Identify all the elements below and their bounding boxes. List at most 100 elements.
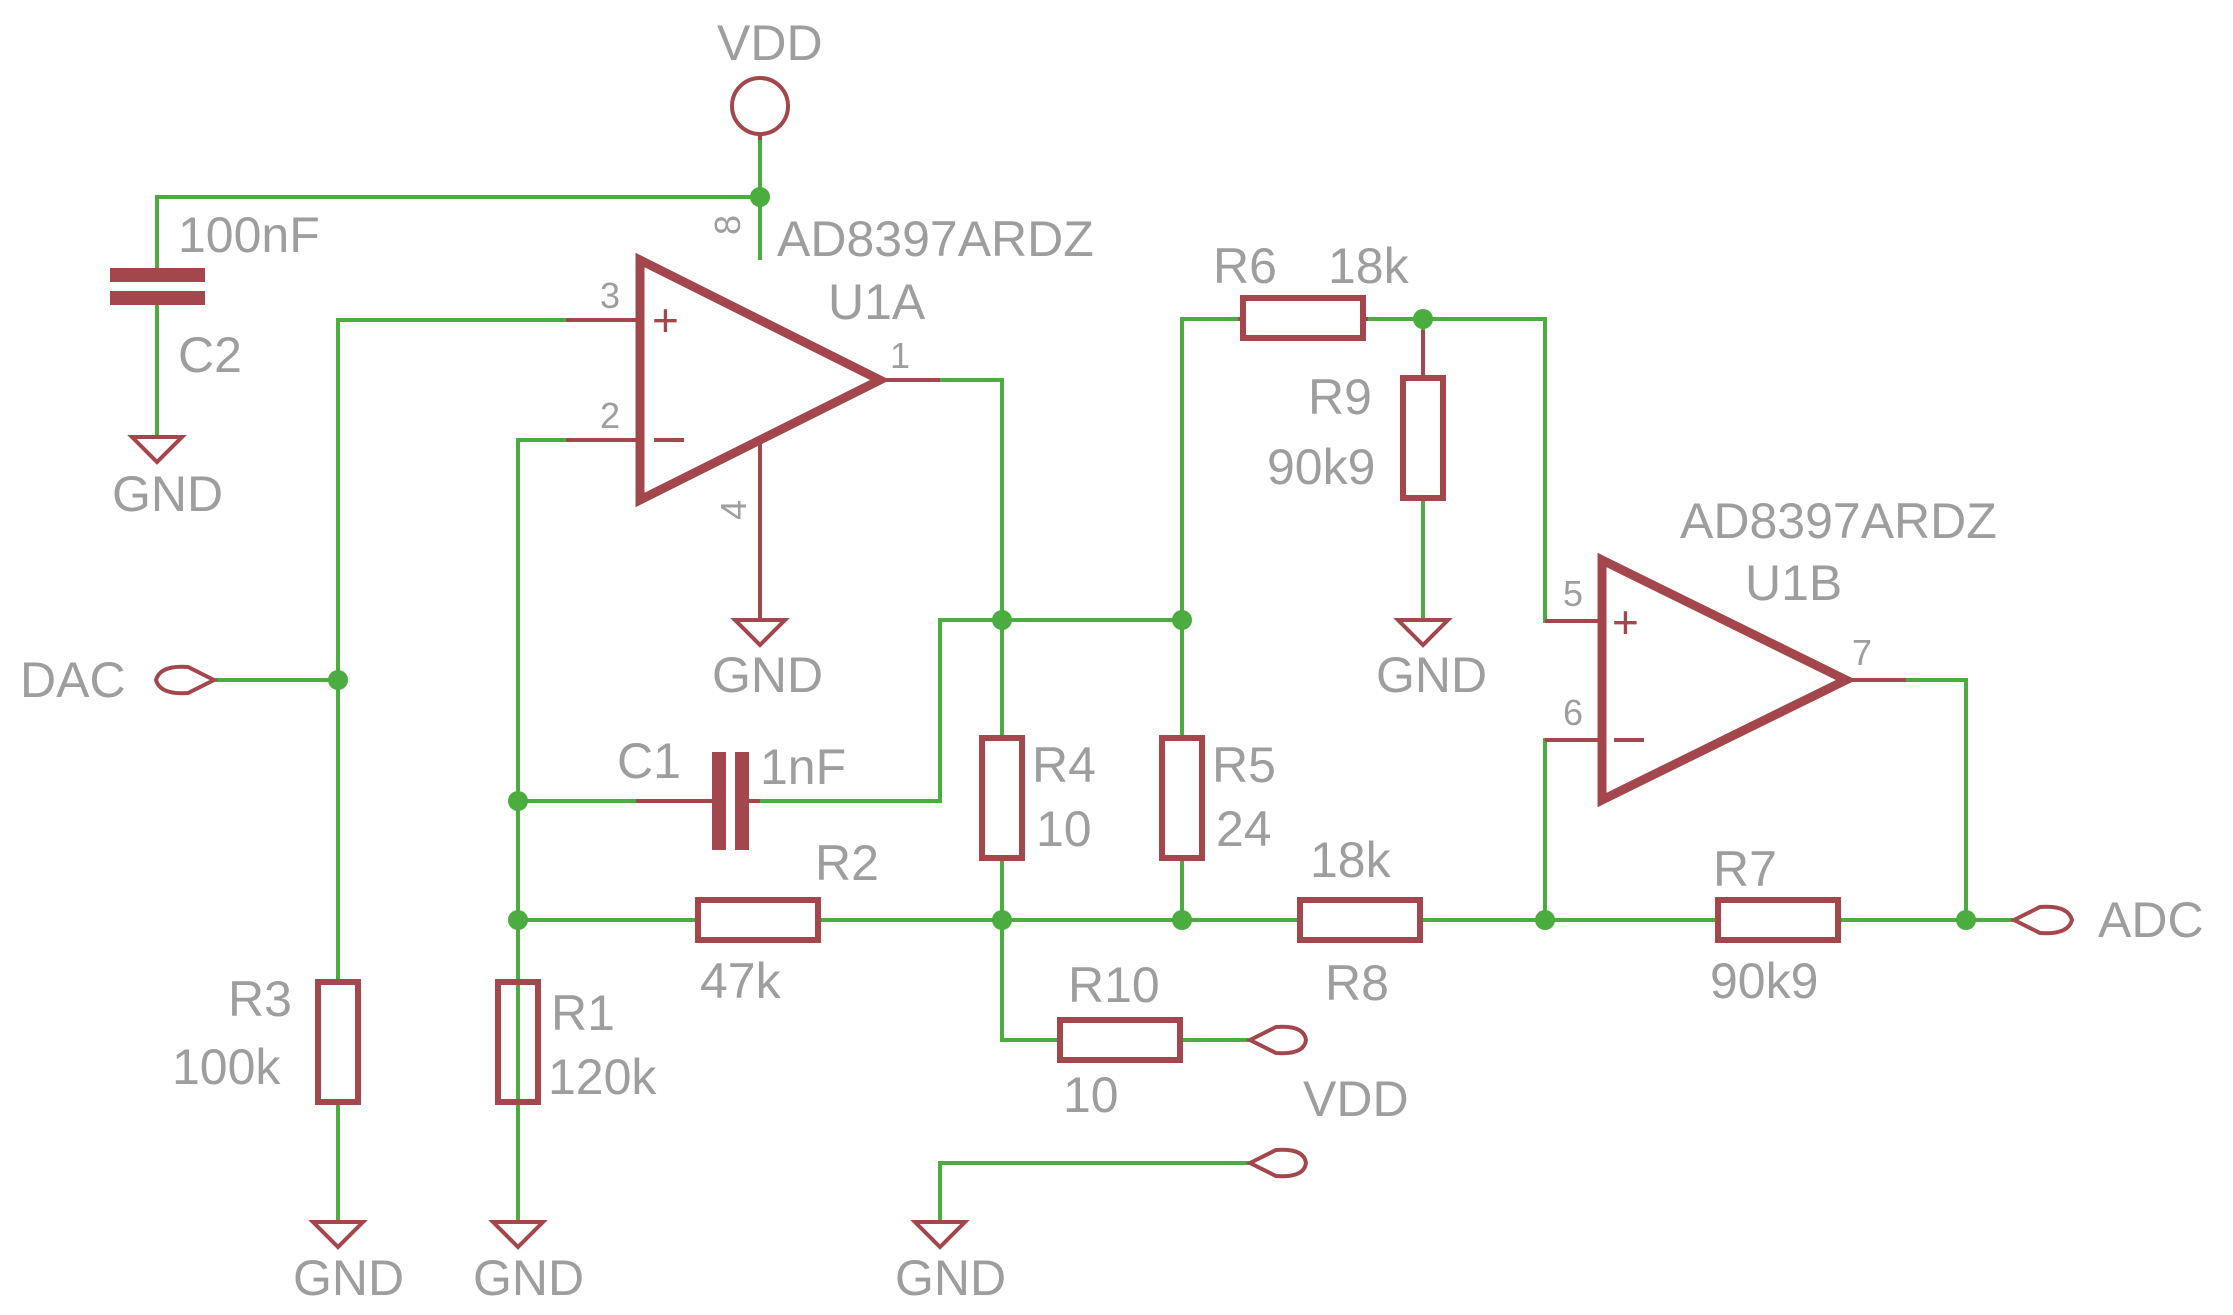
wire-u1a-plus bbox=[336, 318, 568, 982]
r3-body bbox=[315, 979, 361, 1105]
r7-body bbox=[1715, 897, 1841, 943]
ground-icon bbox=[308, 1220, 368, 1250]
resistor-r6: R6 18k bbox=[1213, 238, 1410, 341]
u1b-plus-sign: + bbox=[1612, 596, 1639, 648]
vdd-bottom-label: VDD bbox=[1303, 1071, 1409, 1127]
port-r10 bbox=[1245, 1024, 1309, 1056]
resistor-r3: R3 100k bbox=[172, 918, 361, 1105]
port-dac: DAC bbox=[20, 652, 219, 708]
r10-value: 10 bbox=[1063, 1067, 1119, 1123]
wire-u1b-minus bbox=[1543, 738, 1604, 922]
r6-reference: R6 bbox=[1213, 238, 1277, 294]
u1a-reference: U1A bbox=[828, 274, 926, 330]
port-flag-icon bbox=[1245, 1147, 1309, 1179]
junction-dot bbox=[992, 910, 1012, 930]
gnd-u1a: GND bbox=[712, 618, 823, 703]
gnd-r9-label: GND bbox=[1376, 647, 1487, 703]
r8-reference: R8 bbox=[1325, 955, 1389, 1011]
resistor-r7: R7 90k9 bbox=[1658, 841, 1841, 1009]
opamp-u1b-body bbox=[1597, 552, 1857, 808]
resistor-r10: R10 10 bbox=[1057, 957, 1183, 1123]
junction-dot bbox=[508, 791, 528, 811]
c1-reference: C1 bbox=[617, 733, 681, 789]
c2-reference: C2 bbox=[178, 327, 242, 383]
gnd-r1-label: GND bbox=[473, 1250, 584, 1306]
u1b-pin-out-number: 7 bbox=[1852, 632, 1872, 673]
u1b-pin-plus-number: 5 bbox=[1563, 573, 1583, 614]
junction-dot bbox=[750, 187, 770, 207]
vdd-top-symbol: VDD bbox=[717, 15, 823, 140]
port-flag-icon bbox=[153, 664, 219, 696]
junction-dot bbox=[328, 670, 348, 690]
u1b-reference: U1B bbox=[1745, 555, 1842, 611]
wire-vdd2-gnd bbox=[938, 1161, 1252, 1224]
port-dac-label: DAC bbox=[20, 652, 126, 708]
ground-icon bbox=[1393, 618, 1453, 648]
u1a-pin-vneg-number: 4 bbox=[713, 500, 754, 520]
junctions bbox=[328, 187, 1976, 930]
resistor-r9: R9 90k9 bbox=[1267, 330, 1446, 501]
junction-dot bbox=[1172, 610, 1192, 630]
u1a-part-number: AD8397ARDZ bbox=[777, 211, 1094, 267]
ground-icon bbox=[730, 618, 790, 648]
r10-body bbox=[1057, 1017, 1183, 1063]
r1-value: 120k bbox=[548, 1049, 657, 1105]
port-adc: ADC bbox=[2009, 892, 2204, 948]
wire-vdd-c2 bbox=[155, 135, 762, 270]
opamp-u1a: + 3 2 1 8 4 AD8397ARDZ U1A bbox=[566, 211, 1094, 620]
resistor-r4: R4 10 bbox=[979, 735, 1096, 861]
wire-c1-right bbox=[738, 618, 1004, 803]
c1-value: 1nF bbox=[760, 739, 846, 795]
resistor-r1: R1 120k bbox=[495, 918, 657, 1105]
wire-r6-left bbox=[1180, 317, 1240, 622]
gnd-r3-label: GND bbox=[293, 1250, 404, 1306]
r9-reference: R9 bbox=[1308, 369, 1372, 425]
r1-body bbox=[495, 979, 541, 1105]
wire-r10-left bbox=[1000, 918, 1062, 1042]
wire-u1b-out bbox=[1904, 678, 1968, 922]
gnd-vdd2: GND bbox=[895, 1220, 1006, 1306]
c2-value: 100nF bbox=[178, 207, 320, 263]
r6-value: 18k bbox=[1328, 238, 1410, 294]
port-vdd-bottom: VDD bbox=[1245, 1071, 1409, 1179]
r2-body bbox=[695, 897, 821, 943]
r2-reference: R2 bbox=[815, 835, 879, 891]
u1b-part-number: AD8397ARDZ bbox=[1680, 493, 1997, 549]
gnd-c2-label: GND bbox=[112, 466, 223, 522]
r8-value: 18k bbox=[1310, 832, 1392, 888]
u1a-pin-out-number: 1 bbox=[890, 335, 910, 376]
r5-value: 24 bbox=[1216, 801, 1272, 857]
vdd-top-label: VDD bbox=[717, 15, 823, 71]
junction-dot bbox=[1956, 910, 1976, 930]
r9-value: 90k9 bbox=[1267, 439, 1375, 495]
gnd-vdd2-label: GND bbox=[895, 1250, 1006, 1306]
ground-icon bbox=[488, 1220, 548, 1250]
opamp-u1b: + 5 6 7 AD8397ARDZ U1B bbox=[1545, 493, 1997, 808]
port-flag-icon bbox=[2009, 904, 2075, 936]
gnd-c2: GND bbox=[112, 435, 223, 522]
vdd-circle-icon bbox=[730, 76, 790, 136]
ground-icon bbox=[910, 1220, 970, 1250]
port-adc-label: ADC bbox=[2098, 892, 2204, 948]
gnd-u1a-label: GND bbox=[712, 647, 823, 703]
port-flag-icon bbox=[1245, 1024, 1309, 1056]
r5-body bbox=[1159, 735, 1205, 861]
ground-icon bbox=[127, 435, 187, 465]
u1a-pin-plus-number: 3 bbox=[600, 275, 620, 316]
capacitor-c1: C1 1nF bbox=[617, 733, 846, 850]
r10-reference: R10 bbox=[1068, 957, 1160, 1013]
wire-u1a-out bbox=[938, 378, 1004, 622]
junction-dot bbox=[1535, 910, 1555, 930]
r7-value: 90k9 bbox=[1710, 953, 1818, 1009]
gnd-r1: GND bbox=[473, 1220, 584, 1306]
r3-reference: R3 bbox=[228, 971, 292, 1027]
r5-reference: R5 bbox=[1212, 737, 1276, 793]
r9-body bbox=[1400, 375, 1446, 501]
gnd-r3: GND bbox=[293, 1220, 404, 1306]
junction-dot bbox=[992, 610, 1012, 630]
resistor-r5: R5 24 bbox=[1159, 735, 1276, 861]
resistor-r8: 18k R8 bbox=[1238, 832, 1423, 1011]
u1a-pin-minus-number: 2 bbox=[600, 395, 620, 436]
r8-body bbox=[1297, 897, 1423, 943]
